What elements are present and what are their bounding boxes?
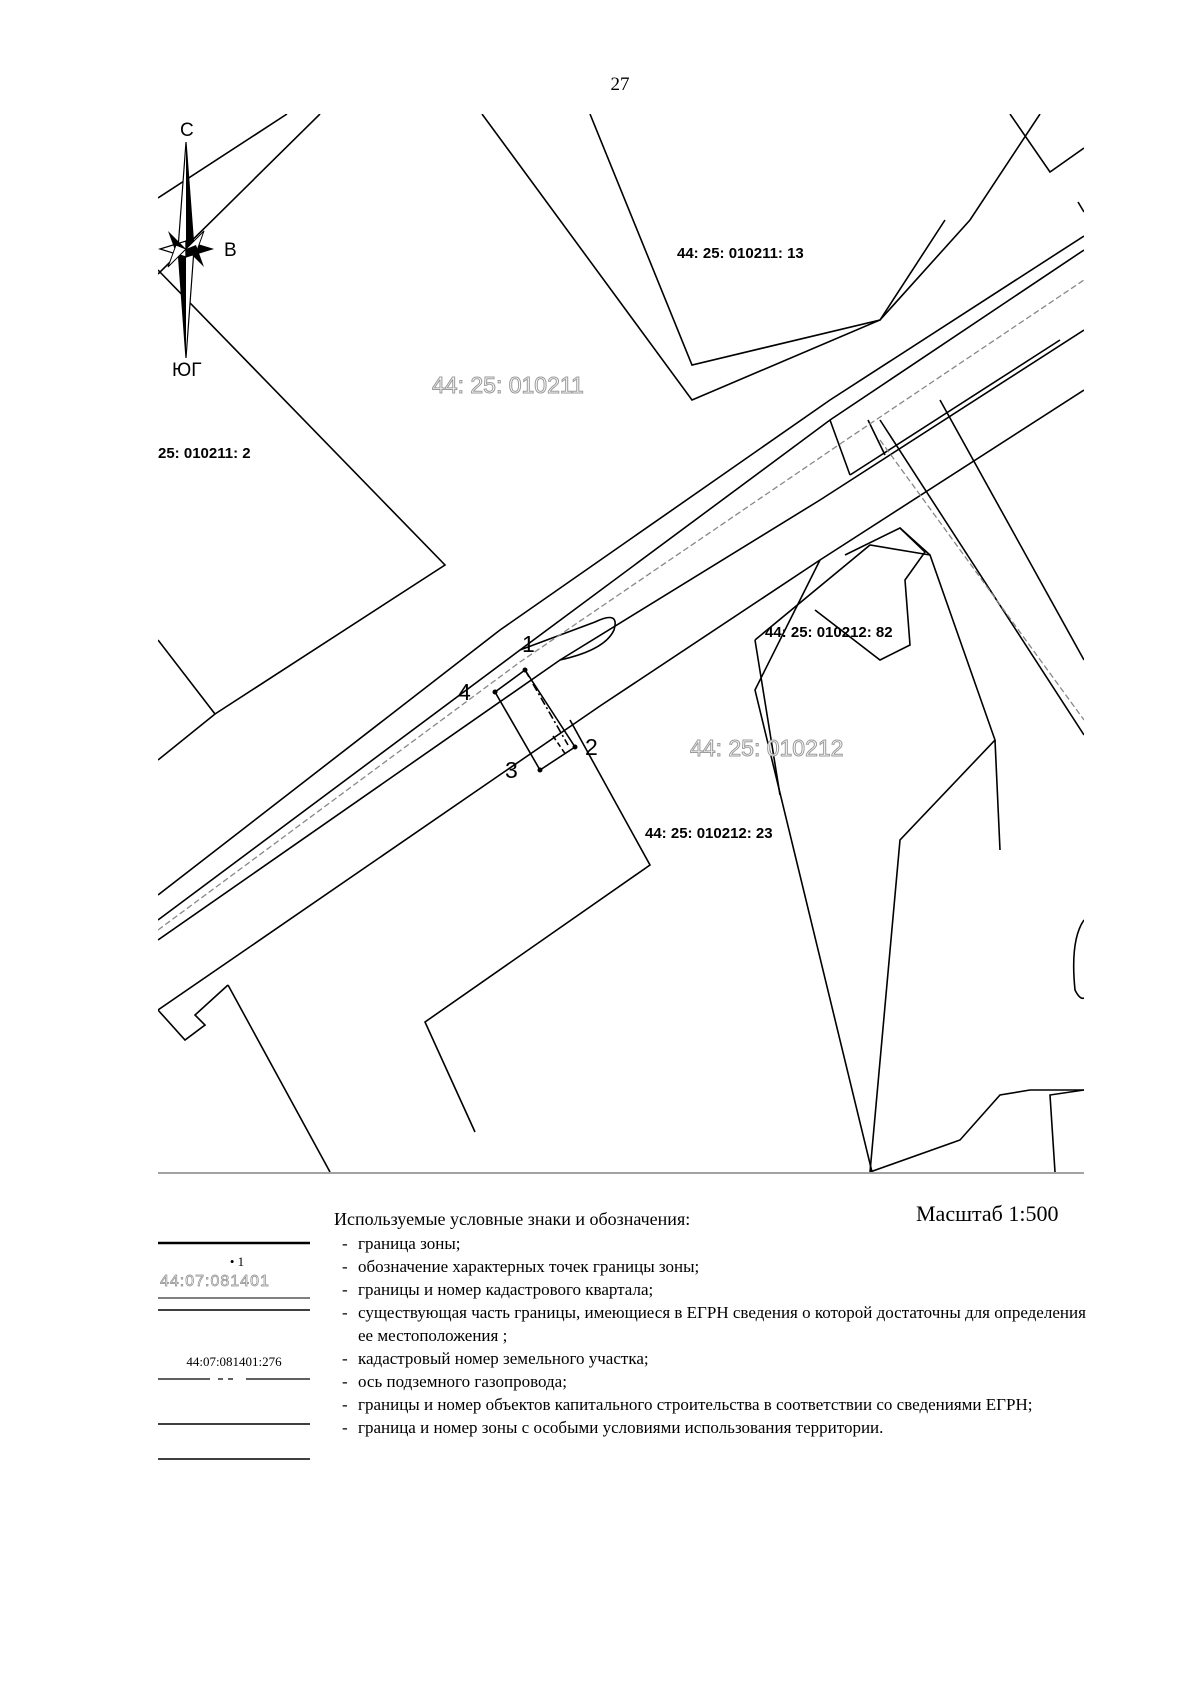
sample-quarter-label: 44:07:081401 (160, 1273, 270, 1291)
point-1-label: 1 (522, 631, 535, 657)
parcel-label-010211-2: 25: 010211: 2 (158, 445, 251, 462)
legend-list: граница зоны; обозначение характерных то… (342, 1232, 1087, 1439)
legend-item-quarter: границы и номер кадастрового квартала; (342, 1278, 1087, 1301)
sample-point-label: • 1 (229, 1254, 245, 1269)
compass-south-label: ЮГ (172, 360, 201, 381)
scale-label: Масштаб 1:500 (916, 1201, 1059, 1226)
parcel-label-010212-23: 44: 25: 010212: 23 (645, 825, 773, 842)
legend-samples (158, 1241, 310, 1460)
point-3-label: 3 (505, 757, 518, 783)
point-4-label: 4 (458, 679, 471, 705)
quarter-label-010211: 44: 25: 010211 (432, 372, 584, 398)
zone-boundary (493, 668, 577, 772)
parcel-label-010212-82: 44: 25: 010212: 82 (765, 624, 893, 641)
quarter-label-010212: 44: 25: 010212 (690, 735, 843, 761)
legend-item-existing-boundary: существующая часть границы, имеющиеся в … (342, 1301, 1087, 1347)
map-linework (158, 114, 1084, 1172)
point-2-label: 2 (585, 734, 598, 760)
legend-item-gas-axis: ось подземного газопровода; (342, 1370, 1087, 1393)
compass-rose: С В ЮГ (157, 120, 237, 381)
zone-points: 1 2 3 4 (458, 631, 598, 783)
legend-item-zouit: граница и номер зоны с особыми условиями… (342, 1416, 1087, 1439)
sample-parcel-number: 44:07:081401:276 (186, 1354, 282, 1369)
parcel-label-010211-13: 44: 25: 010211: 13 (677, 245, 804, 262)
page-number: 27 (610, 74, 630, 95)
legend-item-points: обозначение характерных точек границы зо… (342, 1255, 1087, 1278)
legend-item-zone-boundary: граница зоны; (342, 1232, 1087, 1255)
compass-east-label: В (224, 240, 237, 261)
legend-title: Используемые условные знаки и обозначени… (334, 1209, 691, 1229)
gas-pipeline-axis (158, 279, 1084, 931)
legend-item-oks: границы и номер объектов капитального ст… (342, 1393, 1087, 1416)
legend-item-parcel-number: кадастровый номер земельного участка; (342, 1347, 1087, 1370)
compass-north-label: С (180, 120, 194, 141)
